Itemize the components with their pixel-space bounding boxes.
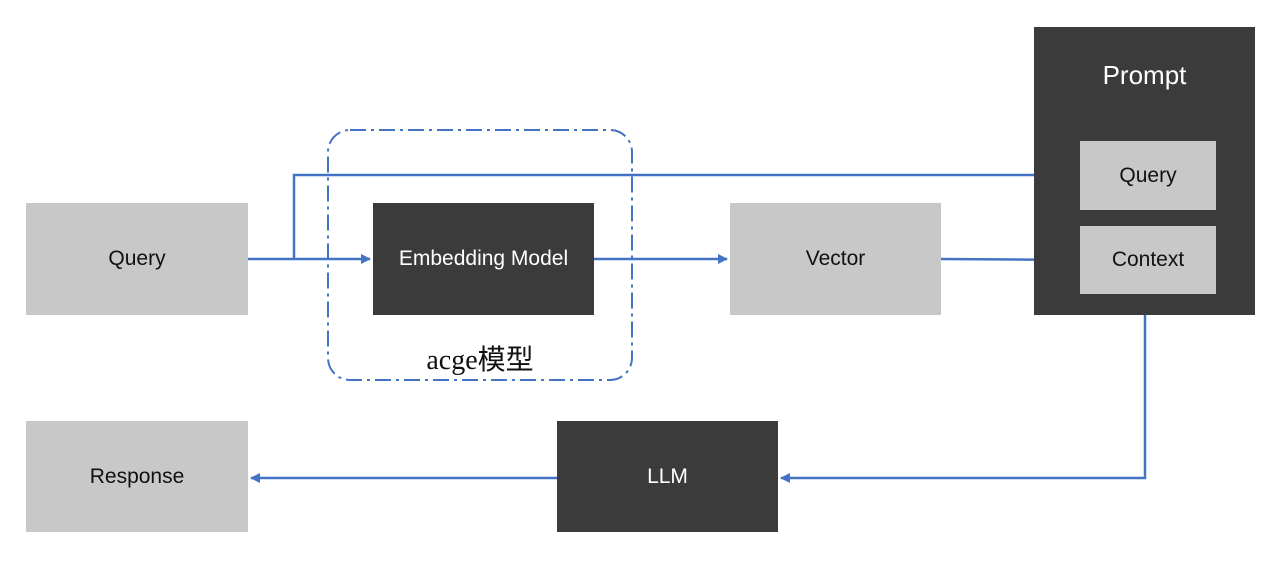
prompt-node-title: Prompt [1102, 60, 1187, 90]
vector-node-label: Vector [805, 247, 866, 270]
embedding-model-node-label: Embedding Model [398, 247, 569, 270]
prompt-context-node-label: Context [1111, 248, 1185, 271]
response-node: Response [26, 421, 248, 532]
acge-model-group-label: acge模型 [426, 345, 534, 376]
query-node: Query [26, 203, 248, 315]
llm-node: LLM [557, 421, 778, 532]
response-node-label: Response [89, 464, 185, 488]
edge-query-to-prompt-query [292, 170, 1078, 259]
acge-model-group-border [327, 129, 633, 381]
embedding-model-node: Embedding Model [373, 203, 594, 315]
llm-node-label: LLM [647, 464, 688, 488]
prompt-query-node: Query [1080, 141, 1216, 210]
query-node-label: Query [108, 247, 166, 270]
prompt-context-node: Context [1080, 226, 1216, 294]
prompt-query-node-label: Query [1119, 163, 1177, 187]
edge-prompt-to-llm [780, 315, 1147, 483]
vector-node: Vector [730, 203, 941, 315]
